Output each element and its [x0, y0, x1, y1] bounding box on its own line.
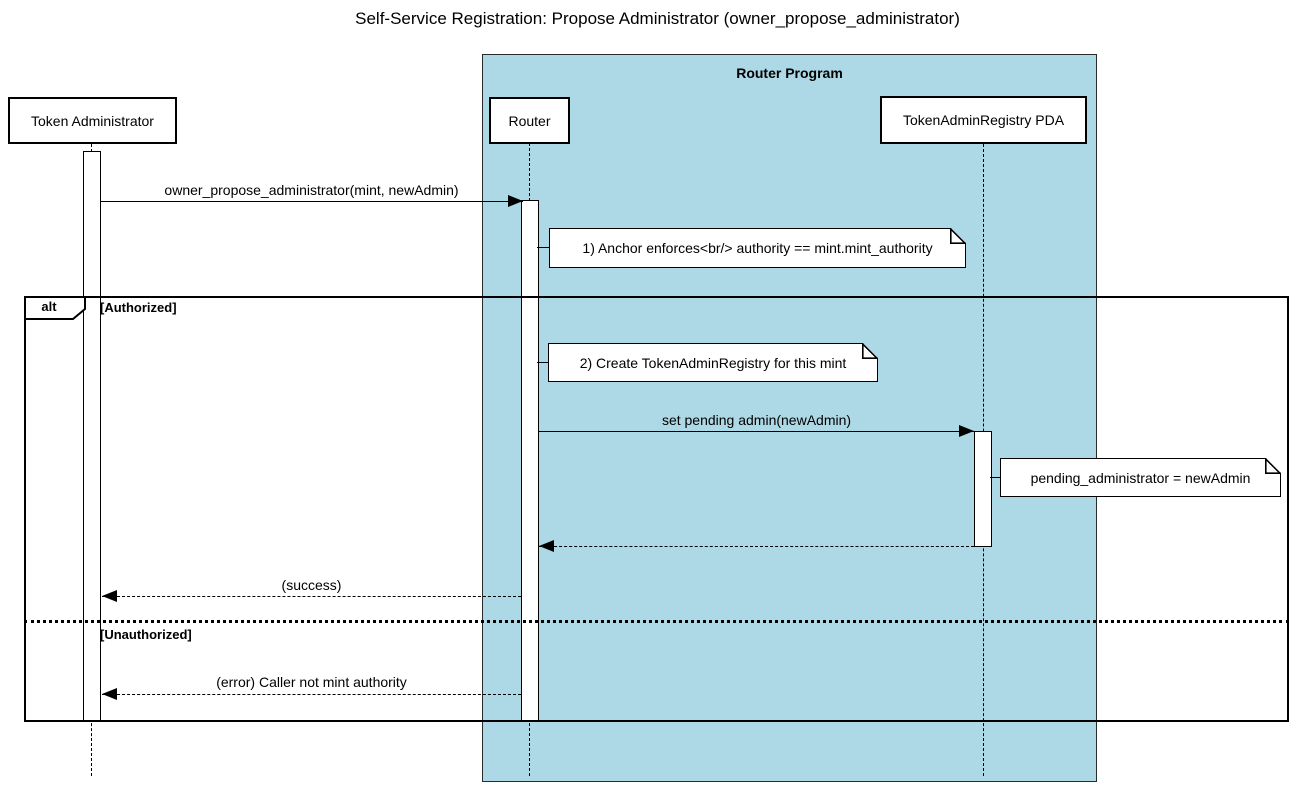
activation-router [521, 200, 539, 722]
alt-divider-line [24, 620, 1289, 623]
participant-token-admin-registry-pda: TokenAdminRegistry PDA [880, 96, 1087, 144]
note-fold-icon [950, 229, 965, 244]
arrowhead-right-icon [508, 195, 523, 207]
message-registry-return-line [539, 546, 974, 547]
activation-token-admin-registry-pda [974, 431, 992, 547]
note-pending-admin: pending_administrator = newAdmin [1000, 458, 1281, 497]
participant-token-administrator-label: Token Administrator [31, 112, 154, 129]
note-connector [537, 247, 551, 248]
arrowhead-left-icon [102, 590, 117, 602]
arrowhead-left-icon [102, 688, 117, 700]
alt-operator-label: alt [41, 299, 57, 314]
participant-router-label: Router [508, 112, 551, 129]
activation-token-administrator [83, 151, 101, 722]
participant-token-admin-registry-pda-label: TokenAdminRegistry PDA [902, 112, 1065, 128]
note-fold-icon [862, 344, 877, 359]
message-set-pending-label: set pending admin(newAdmin) [661, 412, 852, 428]
note-fold-icon [1265, 459, 1280, 474]
message-success-line [102, 596, 521, 597]
note-create-registry: 2) Create TokenAdminRegistry for this mi… [548, 343, 878, 382]
participant-router: Router [489, 97, 570, 144]
diagram-title: Self-Service Registration: Propose Admin… [355, 9, 960, 28]
note-connector [537, 362, 550, 363]
message-error-line [102, 694, 521, 695]
note-connector [990, 477, 1002, 478]
message-propose-label: owner_propose_administrator(mint, newAdm… [164, 182, 459, 198]
guard-authorized-label: [Authorized] [100, 300, 177, 315]
note-anchor-enforces-text: 1) Anchor enforces<br/> authority == min… [582, 240, 933, 256]
router-program-box [482, 54, 1097, 782]
router-program-label: Router Program [736, 65, 843, 81]
note-pending-admin-text: pending_administrator = newAdmin [1030, 469, 1251, 486]
note-anchor-enforces: 1) Anchor enforces<br/> authority == min… [549, 228, 966, 268]
message-error-label: (error) Caller not mint authority [216, 674, 407, 690]
arrowhead-left-icon [539, 540, 554, 552]
message-success-label: (success) [281, 577, 342, 593]
arrowhead-right-icon [959, 425, 974, 437]
participant-token-administrator: Token Administrator [8, 97, 177, 144]
message-set-pending-line [539, 431, 974, 432]
note-create-registry-text: 2) Create TokenAdminRegistry for this mi… [579, 354, 847, 371]
message-propose-line [100, 201, 523, 202]
guard-unauthorized-label: [Unauthorized] [100, 627, 192, 642]
